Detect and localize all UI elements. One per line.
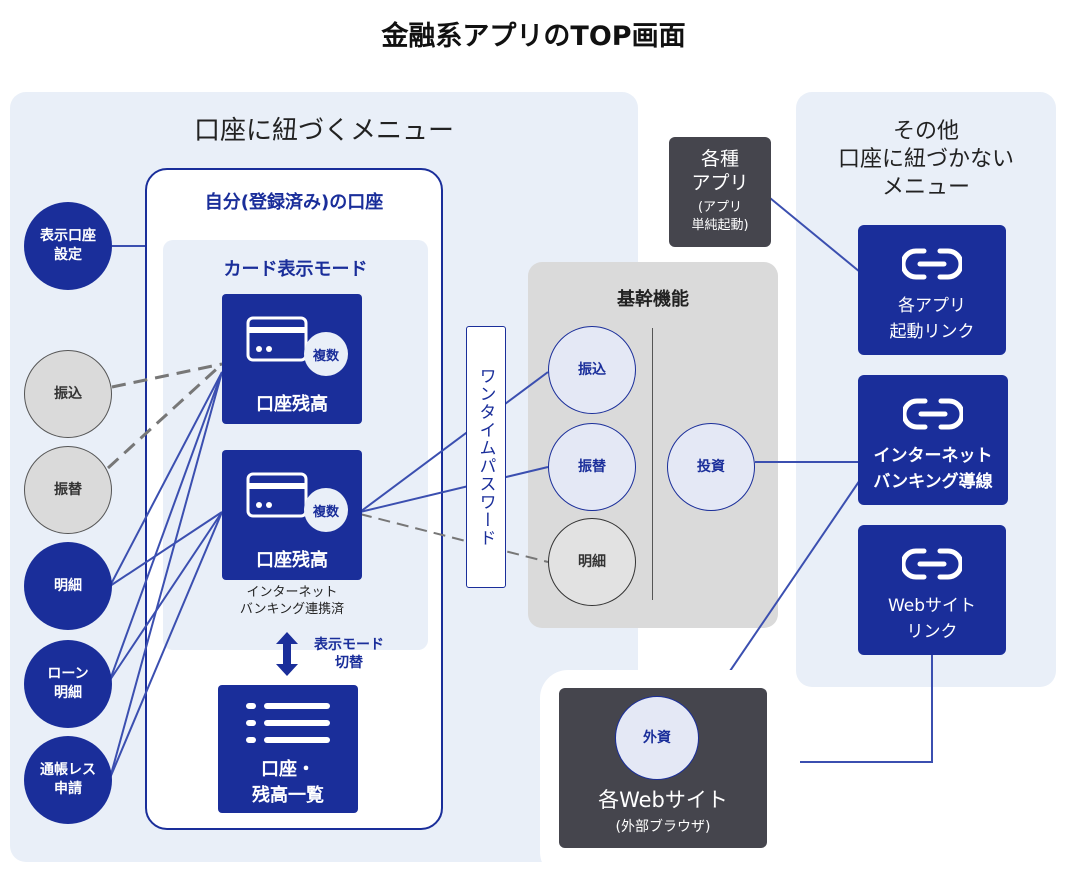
list-icon (246, 703, 330, 743)
core-transfer-circle[interactable]: 振込 (548, 326, 636, 414)
link-icon (902, 548, 962, 580)
core-statement-label: 明細 (578, 553, 606, 570)
passbookless-application-label: 通帳レス 申請 (40, 762, 96, 797)
app-launch-link-box[interactable]: 各アプリ 起動リンク (858, 225, 1006, 355)
account-list-label: 口座・ 残高一覧 (252, 759, 324, 806)
foreign-investment-label: 外資 (643, 729, 671, 746)
credit-card-icon (246, 316, 308, 362)
account-balance-card-2[interactable]: 複数 口座残高 (222, 450, 362, 580)
multiple-badge: 複数 (304, 332, 348, 376)
one-time-password-box[interactable]: ワンタイムパスワード (466, 326, 506, 588)
foreign-investment-circle[interactable]: 外資 (615, 696, 699, 780)
account-transfer-label: 振替 (54, 481, 82, 498)
core-divider (652, 328, 653, 600)
app-launch-box[interactable]: 各種 アプリ (アプリ 単純起動) (669, 137, 771, 247)
account-balance-list-card[interactable]: 口座・ 残高一覧 (218, 685, 358, 813)
core-investment-circle[interactable]: 投資 (667, 423, 755, 511)
internet-banking-link-label: インターネット バンキング導線 (873, 446, 993, 492)
account-balance-card-1[interactable]: 複数 口座残高 (222, 294, 362, 424)
external-websites-label: 各Webサイト (598, 788, 728, 812)
double-arrow-icon (276, 632, 298, 676)
passbookless-application-circle[interactable]: 通帳レス 申請 (24, 736, 112, 824)
card-mode-title: カード表示モード (223, 259, 368, 280)
display-account-settings-label: 表示口座 設定 (40, 228, 96, 263)
account-balance-label: 口座残高 (256, 550, 328, 571)
statement-label: 明細 (54, 577, 82, 594)
external-websites-sub: (外部ブラウザ) (615, 819, 711, 835)
app-launch-link-label: 各アプリ 起動リンク (889, 296, 975, 342)
core-investment-label: 投資 (697, 458, 725, 475)
core-statement-circle[interactable]: 明細 (548, 518, 636, 606)
link-icon (902, 248, 962, 280)
linked-menu-title: 口座に紐づくメニュー (193, 116, 454, 146)
core-functions-title: 基幹機能 (617, 289, 689, 310)
core-transfer-label: 振込 (578, 361, 606, 378)
multiple-badge: 複数 (304, 488, 348, 532)
statement-circle[interactable]: 明細 (24, 542, 112, 630)
unlinked-menu-title: その他 口座に紐づかない メニュー (837, 119, 1014, 200)
app-launch-label: 各種 アプリ (691, 148, 749, 194)
website-link-label: Webサイト リンク (887, 596, 977, 642)
website-link-box[interactable]: Webサイト リンク (858, 525, 1006, 655)
display-account-settings-circle[interactable]: 表示口座 設定 (24, 202, 112, 290)
loan-statement-circle[interactable]: ローン 明細 (24, 640, 112, 728)
display-mode-switch-label[interactable]: 表示モード 切替 (314, 637, 384, 671)
link-icon (903, 398, 963, 430)
account-transfer-circle[interactable]: 振替 (24, 446, 112, 534)
credit-card-icon (246, 472, 308, 518)
internet-banking-link-box[interactable]: インターネット バンキング導線 (858, 375, 1008, 505)
ib-linked-note: インターネット バンキング連携済 (239, 585, 345, 617)
core-account-transfer-label: 振替 (578, 458, 606, 475)
transfer-label: 振込 (54, 385, 82, 402)
app-launch-sub: (アプリ 単純起動) (691, 200, 749, 233)
loan-statement-label: ローン 明細 (47, 666, 89, 701)
account-balance-label: 口座残高 (256, 394, 328, 415)
own-accounts-title: 自分(登録済み)の口座 (204, 192, 384, 213)
transfer-circle[interactable]: 振込 (24, 350, 112, 438)
core-account-transfer-circle[interactable]: 振替 (548, 423, 636, 511)
page-title: 金融系アプリのTOP画面 (381, 21, 686, 52)
external-websites-box[interactable]: 外資 各Webサイト (外部ブラウザ) (559, 688, 767, 848)
